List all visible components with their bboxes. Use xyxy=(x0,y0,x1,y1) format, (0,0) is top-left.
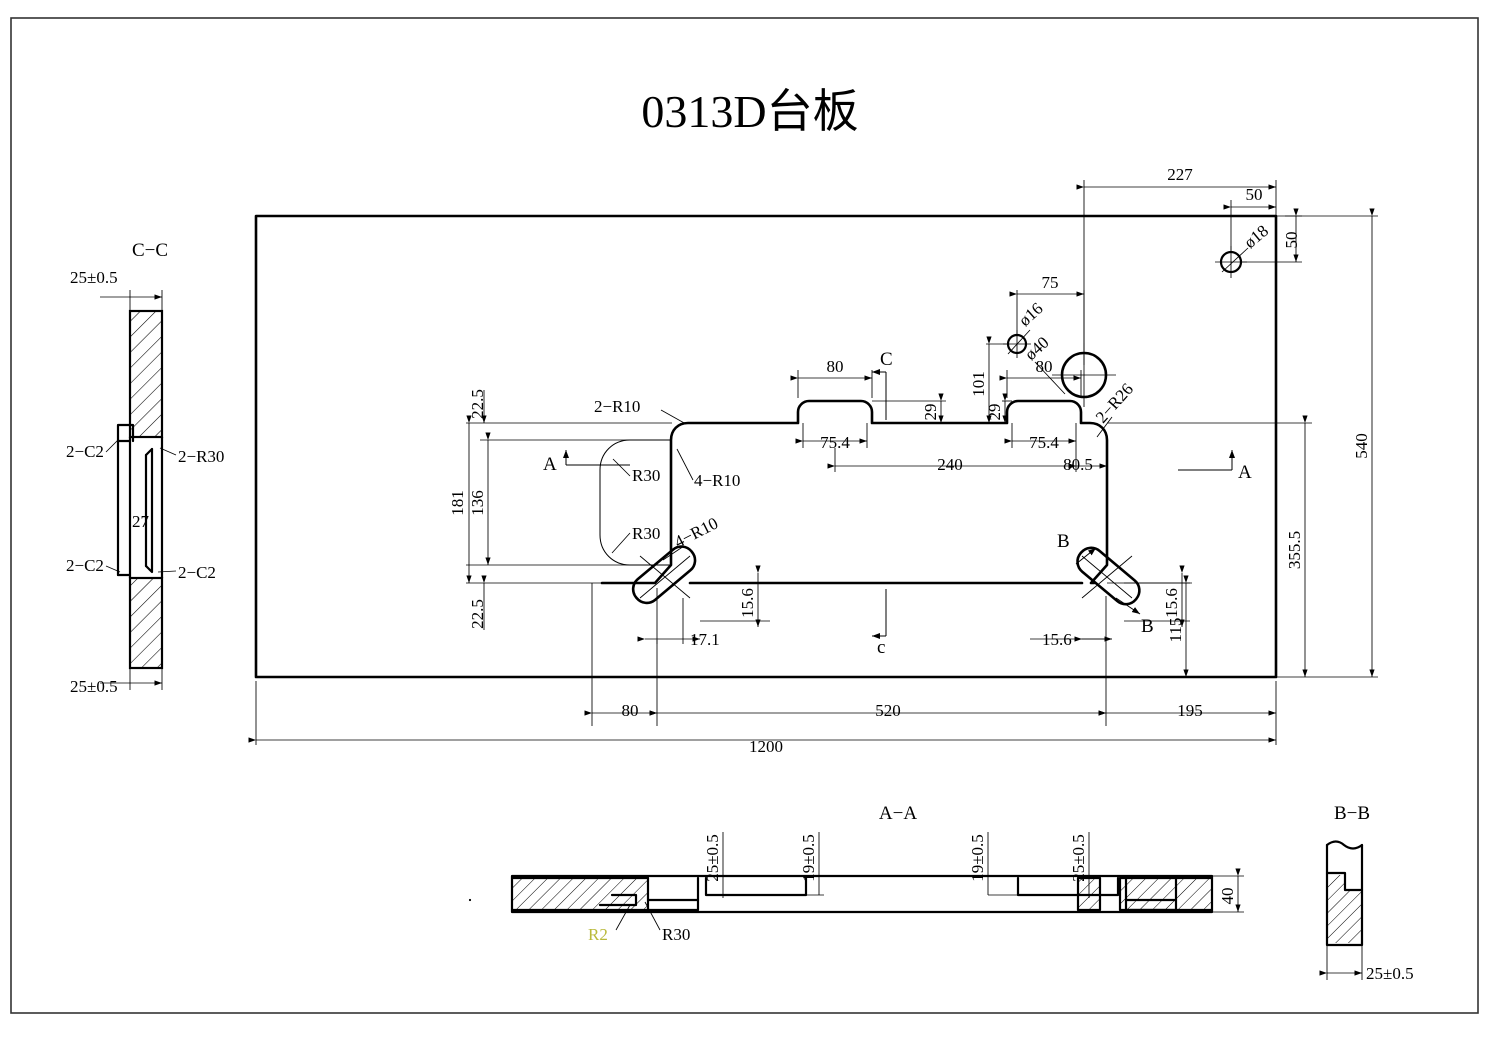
section-aa-label: A−A xyxy=(879,803,917,824)
dim-3555: 355.5 xyxy=(1285,531,1304,569)
plate-outline xyxy=(254,214,1278,679)
dim-aa-40: 40 xyxy=(1218,888,1237,905)
label-r30-lower: R30 xyxy=(632,524,660,543)
dim-225-top: 22.5 xyxy=(468,389,487,419)
sheet-border xyxy=(10,17,1479,1014)
dim-240: 240 xyxy=(937,455,963,474)
dim-cc-bottom-thickness: 25±0.5 xyxy=(70,677,118,696)
section-arrow-c-lower: c xyxy=(872,589,887,658)
dim-156-bottom: 15.6 xyxy=(1042,630,1072,649)
dim-bb-thickness: 25±0.5 xyxy=(1366,964,1414,983)
dim-540: 540 xyxy=(1352,433,1371,459)
dim-aa-19-right: 19±0.5 xyxy=(968,834,987,882)
arrow-label-a-left: A xyxy=(543,454,557,475)
dim-520: 520 xyxy=(875,701,901,720)
dim-29-right: 29 xyxy=(985,404,1004,421)
label-4-r10-upper: 4−R10 xyxy=(694,471,740,490)
dim-80-left-pocket: 80 xyxy=(827,357,844,376)
dim-1200: 1200 xyxy=(749,737,783,756)
dim-101: 101 xyxy=(969,371,988,397)
section-cc-view: C−C 25±0.5 25±0.5 27 2−C2 2−R30 2−C xyxy=(66,240,224,696)
section-bb-label: B−B xyxy=(1334,803,1370,824)
label-cc-radius: 2−R30 xyxy=(178,447,224,466)
dim-75: 75 xyxy=(1042,273,1059,292)
dim-156-right: 15.6 xyxy=(1162,588,1181,618)
dim-80-right-pocket: 80 xyxy=(1036,357,1053,376)
dim-50-top: 50 xyxy=(1246,185,1263,204)
label-cc-chamfer-top-left: 2−C2 xyxy=(66,442,104,461)
label-4-r10-lower: 4−R10 xyxy=(671,514,721,552)
main-top-view: ø18 ø16 ø40 227 50 50 75 101 29 29 xyxy=(248,165,1378,756)
label-cc-chamfer-bottom-left: 2−C2 xyxy=(66,556,104,575)
section-bb-view: B−B 25±0.5 xyxy=(1319,803,1414,983)
dim-754-left: 75.4 xyxy=(820,433,850,452)
arrow-label-b-upper: B xyxy=(1057,531,1070,552)
page-title: 0313D台板 xyxy=(641,86,858,137)
dim-225-bottom: 22.5 xyxy=(468,599,487,629)
dim-aa-19-left: 19±0.5 xyxy=(799,834,818,882)
dim-50-right: 50 xyxy=(1282,232,1301,249)
dim-115: 115 xyxy=(1166,618,1185,643)
arrow-label-c-lower: c xyxy=(877,637,885,658)
dim-aa-25-left: 25±0.5 xyxy=(703,834,722,882)
arrow-label-a-right: A xyxy=(1238,462,1252,483)
label-2-r10: 2−R10 xyxy=(594,397,640,416)
dim-aa-25-right: 25±0.5 xyxy=(1069,834,1088,882)
dim-156-left: 15.6 xyxy=(738,588,757,618)
dim-80-chain: 80 xyxy=(622,701,639,720)
label-r30-upper: R30 xyxy=(632,466,660,485)
dim-hole-dia18: ø18 xyxy=(1240,221,1272,252)
label-cc-chamfer-bottom-right: 2−C2 xyxy=(178,563,216,582)
dim-227: 227 xyxy=(1167,165,1193,184)
dim-171: 17.1 xyxy=(690,630,720,649)
cutout-profile xyxy=(600,399,1109,585)
dim-hole-dia16: ø16 xyxy=(1015,299,1047,330)
label-2-r26: 2−R26 xyxy=(1092,379,1137,426)
section-arrow-c-upper: C xyxy=(872,349,893,420)
section-arrow-b-upper: B xyxy=(1057,531,1097,565)
slot-right xyxy=(1076,546,1141,606)
section-aa-view: A−A 25±0.5 19±0.5 19±0.5 25±0.5 xyxy=(468,803,1244,944)
dim-cc-top-thickness: 25±0.5 xyxy=(70,268,118,287)
dim-cc-inner-width: 27 xyxy=(132,512,150,531)
dim-29-left: 29 xyxy=(921,404,940,421)
slot-left xyxy=(631,545,697,605)
section-arrow-a-left: A xyxy=(543,450,630,475)
arrow-label-b-lower: B xyxy=(1141,616,1154,637)
dim-754-right: 75.4 xyxy=(1029,433,1059,452)
dim-181: 181 xyxy=(448,490,467,516)
label-aa-r2: R2 xyxy=(588,925,608,944)
arrow-label-c-upper: C xyxy=(880,349,893,370)
dim-805: 80.5 xyxy=(1063,455,1093,474)
section-cc-label: C−C xyxy=(132,240,168,261)
label-aa-r30: R30 xyxy=(662,925,690,944)
dim-195: 195 xyxy=(1177,701,1203,720)
dim-136: 136 xyxy=(468,490,487,516)
inner-r30-profile xyxy=(599,439,672,566)
section-arrow-a-right: A xyxy=(1178,450,1252,483)
